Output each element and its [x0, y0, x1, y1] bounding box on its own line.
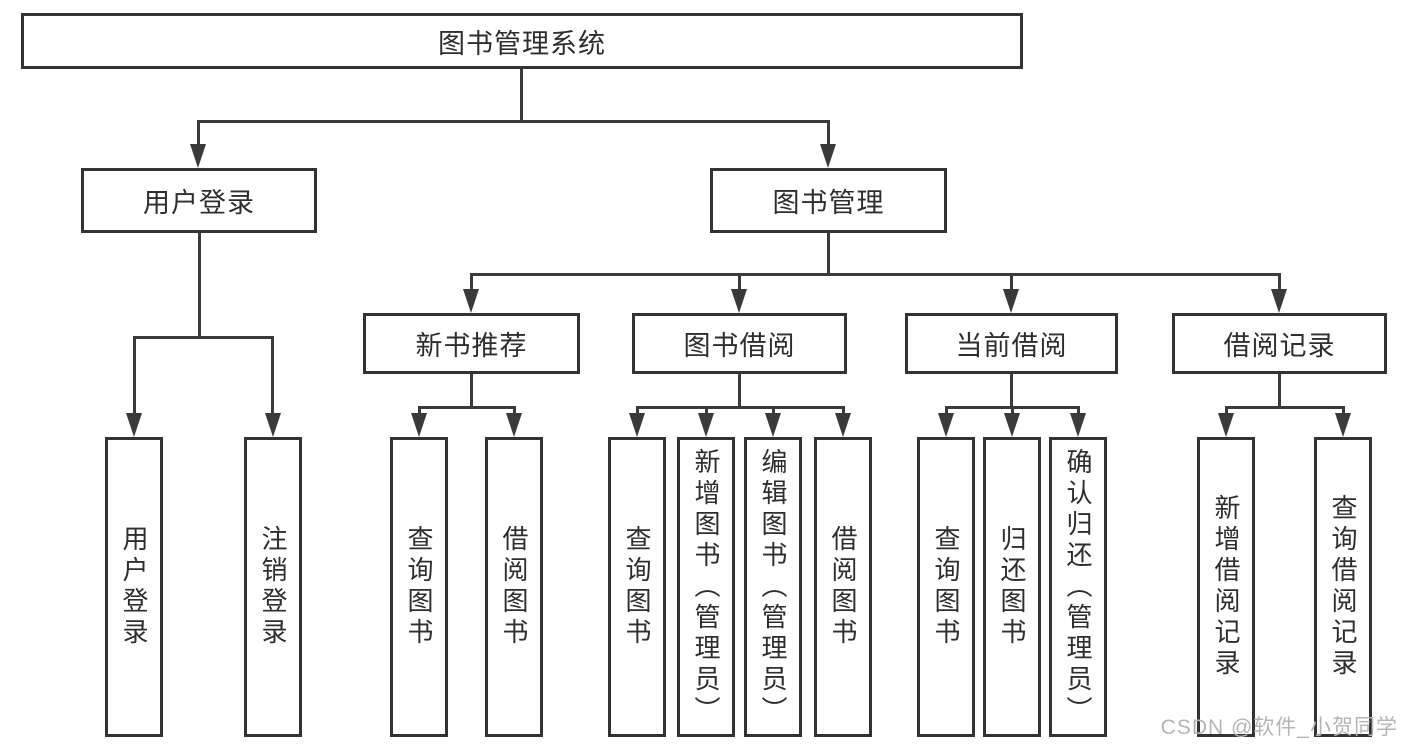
leaf-return-books: 归还图书	[983, 437, 1041, 737]
connector-line	[842, 406, 845, 415]
leaf-borrow-books-borrowing-label: 借阅图书	[828, 525, 858, 649]
node-current-borrowing-label: 当前借阅	[955, 331, 1068, 361]
node-book-borrowing: 图书借阅	[632, 313, 847, 374]
leaf-confirm-return-admin-label: 确认归还（管理员）	[1063, 447, 1093, 727]
connector-line	[1278, 374, 1281, 406]
arrow-head-icon	[411, 413, 427, 437]
node-user-login-label: 用户登录	[143, 188, 255, 218]
arrow-head-icon	[265, 413, 281, 437]
connector-line	[133, 336, 274, 339]
leaf-query-borrow-record: 查询借阅记录	[1314, 437, 1372, 737]
leaf-user-login: 用户登录	[105, 437, 163, 737]
arrow-head-icon	[1218, 413, 1234, 437]
leaf-edit-books-admin-label: 编辑图书（管理员）	[758, 447, 788, 727]
connector-line	[418, 406, 421, 415]
arrow-head-icon	[1003, 289, 1019, 313]
connector-line	[945, 406, 948, 415]
connector-line	[827, 233, 830, 273]
connector-line	[636, 406, 639, 415]
connector-line	[271, 336, 274, 415]
leaf-return-books-label: 归还图书	[997, 525, 1027, 649]
connector-line	[1011, 406, 1014, 415]
connector-line	[1278, 273, 1281, 291]
leaf-borrow-books-borrowing: 借阅图书	[814, 437, 872, 737]
connector-line	[738, 374, 741, 406]
arrow-head-icon	[190, 144, 206, 168]
leaf-query-books-borrowing-label: 查询图书	[622, 525, 652, 649]
arrow-head-icon	[1271, 289, 1287, 313]
node-borrow-records: 借阅记录	[1172, 313, 1387, 374]
arrow-head-icon	[938, 413, 954, 437]
connector-line	[636, 406, 845, 409]
connector-line	[470, 273, 473, 291]
arrow-head-icon	[820, 144, 836, 168]
arrow-head-icon	[765, 413, 781, 437]
connector-line	[470, 374, 473, 406]
connector-line	[197, 120, 830, 123]
connector-line	[772, 406, 775, 415]
leaf-logout: 注销登录	[244, 437, 302, 737]
connector-line	[1225, 406, 1345, 409]
leaf-query-books-current-label: 查询图书	[931, 525, 961, 649]
leaf-edit-books-admin: 编辑图书（管理员）	[744, 437, 802, 737]
connector-line	[1010, 273, 1013, 291]
leaf-borrow-books-recommend: 借阅图书	[485, 437, 543, 737]
arrow-head-icon	[1070, 413, 1086, 437]
connector-line	[1077, 406, 1080, 415]
connector-line	[198, 233, 201, 336]
leaf-query-books-borrowing: 查询图书	[608, 437, 666, 737]
connector-line	[827, 120, 830, 146]
node-root: 图书管理系统	[21, 13, 1023, 69]
arrow-head-icon	[126, 413, 142, 437]
node-book-management: 图书管理	[710, 168, 947, 233]
node-book-management-label: 图书管理	[772, 188, 885, 218]
node-new-book-recommend: 新书推荐	[363, 313, 580, 374]
node-user-login: 用户登录	[81, 168, 317, 233]
arrow-head-icon	[1004, 413, 1020, 437]
connector-line	[1225, 406, 1228, 415]
node-new-book-recommend-label: 新书推荐	[415, 331, 528, 361]
connector-line	[1010, 374, 1013, 406]
arrow-head-icon	[506, 413, 522, 437]
connector-line	[705, 406, 708, 415]
leaf-add-borrow-record: 新增借阅记录	[1197, 437, 1255, 737]
leaf-add-borrow-record-label: 新增借阅记录	[1211, 494, 1241, 680]
leaf-query-books-recommend-label: 查询图书	[404, 525, 434, 649]
leaf-query-borrow-record-label: 查询借阅记录	[1328, 494, 1358, 680]
leaf-add-books-admin: 新增图书（管理员）	[677, 437, 735, 737]
leaf-query-books-current: 查询图书	[917, 437, 975, 737]
arrow-head-icon	[835, 413, 851, 437]
connector-line	[513, 406, 516, 415]
node-current-borrowing: 当前借阅	[905, 313, 1118, 374]
csdn-watermark: CSDN @软件_小贺同学	[1160, 716, 1398, 739]
node-book-borrowing-label: 图书借阅	[683, 331, 796, 361]
connector-line	[133, 336, 136, 415]
node-root-label: 图书管理系统	[438, 28, 606, 59]
leaf-confirm-return-admin: 确认归还（管理员）	[1049, 437, 1107, 737]
connector-line	[520, 69, 523, 120]
arrow-head-icon	[731, 289, 747, 313]
node-borrow-records-label: 借阅记录	[1223, 331, 1336, 361]
leaf-borrow-books-recommend-label: 借阅图书	[499, 525, 529, 649]
arrow-head-icon	[629, 413, 645, 437]
connector-line	[470, 273, 1281, 276]
arrow-head-icon	[698, 413, 714, 437]
leaf-logout-label: 注销登录	[258, 525, 288, 649]
leaf-user-login-label: 用户登录	[119, 525, 149, 649]
connector-line	[738, 273, 741, 291]
connector-line	[1342, 406, 1345, 415]
arrow-head-icon	[463, 289, 479, 313]
connector-line	[197, 120, 200, 146]
arrow-head-icon	[1335, 413, 1351, 437]
leaf-query-books-recommend: 查询图书	[390, 437, 448, 737]
connector-line	[418, 406, 516, 409]
leaf-add-books-admin-label: 新增图书（管理员）	[691, 447, 721, 727]
